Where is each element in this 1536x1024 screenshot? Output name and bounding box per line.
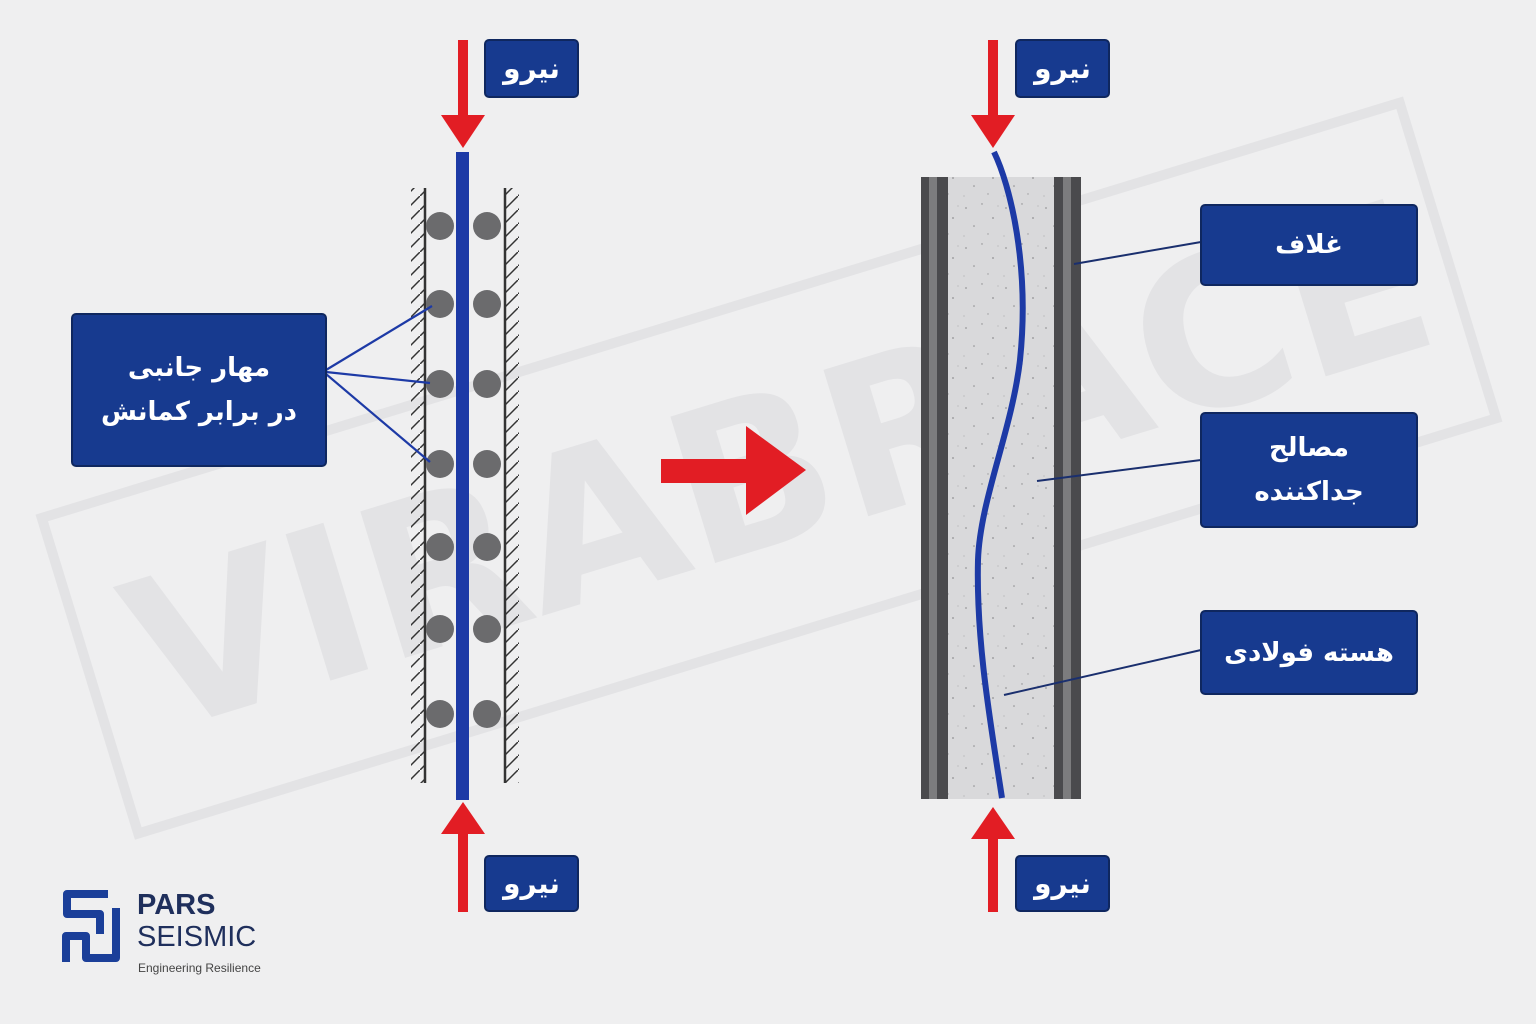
down-arrow-icon <box>971 40 1015 148</box>
roller-ball-icon <box>473 533 501 561</box>
roller-ball-icon <box>473 212 501 240</box>
restrained-column <box>411 152 519 800</box>
logo-name-bottom: SEISMIC <box>137 921 257 953</box>
separator-label: مصالح جداکننده <box>1200 412 1418 528</box>
roller-ball-icon <box>426 290 454 318</box>
roller-balls <box>426 212 501 728</box>
roller-ball-icon <box>473 370 501 398</box>
brace-section <box>921 150 1081 799</box>
hatch-wall-icon <box>505 188 519 783</box>
steel-core-label: هسته فولادی <box>1200 610 1418 695</box>
force-label-bottom-left: نیرو <box>484 855 579 912</box>
pars-logo-icon <box>62 890 120 962</box>
right-arrow-icon <box>661 426 806 515</box>
up-arrow-icon <box>971 807 1015 912</box>
roller-ball-icon <box>473 615 501 643</box>
roller-ball-icon <box>426 533 454 561</box>
force-label-top-left: نیرو <box>484 39 579 98</box>
steel-core-bar <box>456 152 469 800</box>
lateral-restraint-leaders <box>325 305 433 463</box>
separator-fill <box>948 177 1054 799</box>
hatch-wall-icon <box>411 188 425 783</box>
roller-ball-icon <box>426 700 454 728</box>
lateral-restraint-label: مهار جانبی در برابر کمانش <box>71 313 327 467</box>
logo-tagline: Engineering Resilience <box>138 961 261 975</box>
roller-ball-icon <box>426 370 454 398</box>
roller-ball-icon <box>426 450 454 478</box>
roller-ball-icon <box>426 212 454 240</box>
roller-ball-icon <box>426 615 454 643</box>
force-label-bottom-right: نیرو <box>1015 855 1110 912</box>
brace-leaders <box>1003 241 1202 696</box>
steel-core-curve <box>974 150 1026 799</box>
logo-name-top: PARS <box>137 889 216 921</box>
force-label-top-right: نیرو <box>1015 39 1110 98</box>
roller-ball-icon <box>473 290 501 318</box>
roller-ball-icon <box>473 700 501 728</box>
up-arrow-icon <box>441 802 485 912</box>
casing-label: غلاف <box>1200 204 1418 286</box>
roller-ball-icon <box>473 450 501 478</box>
down-arrow-icon <box>441 40 485 148</box>
